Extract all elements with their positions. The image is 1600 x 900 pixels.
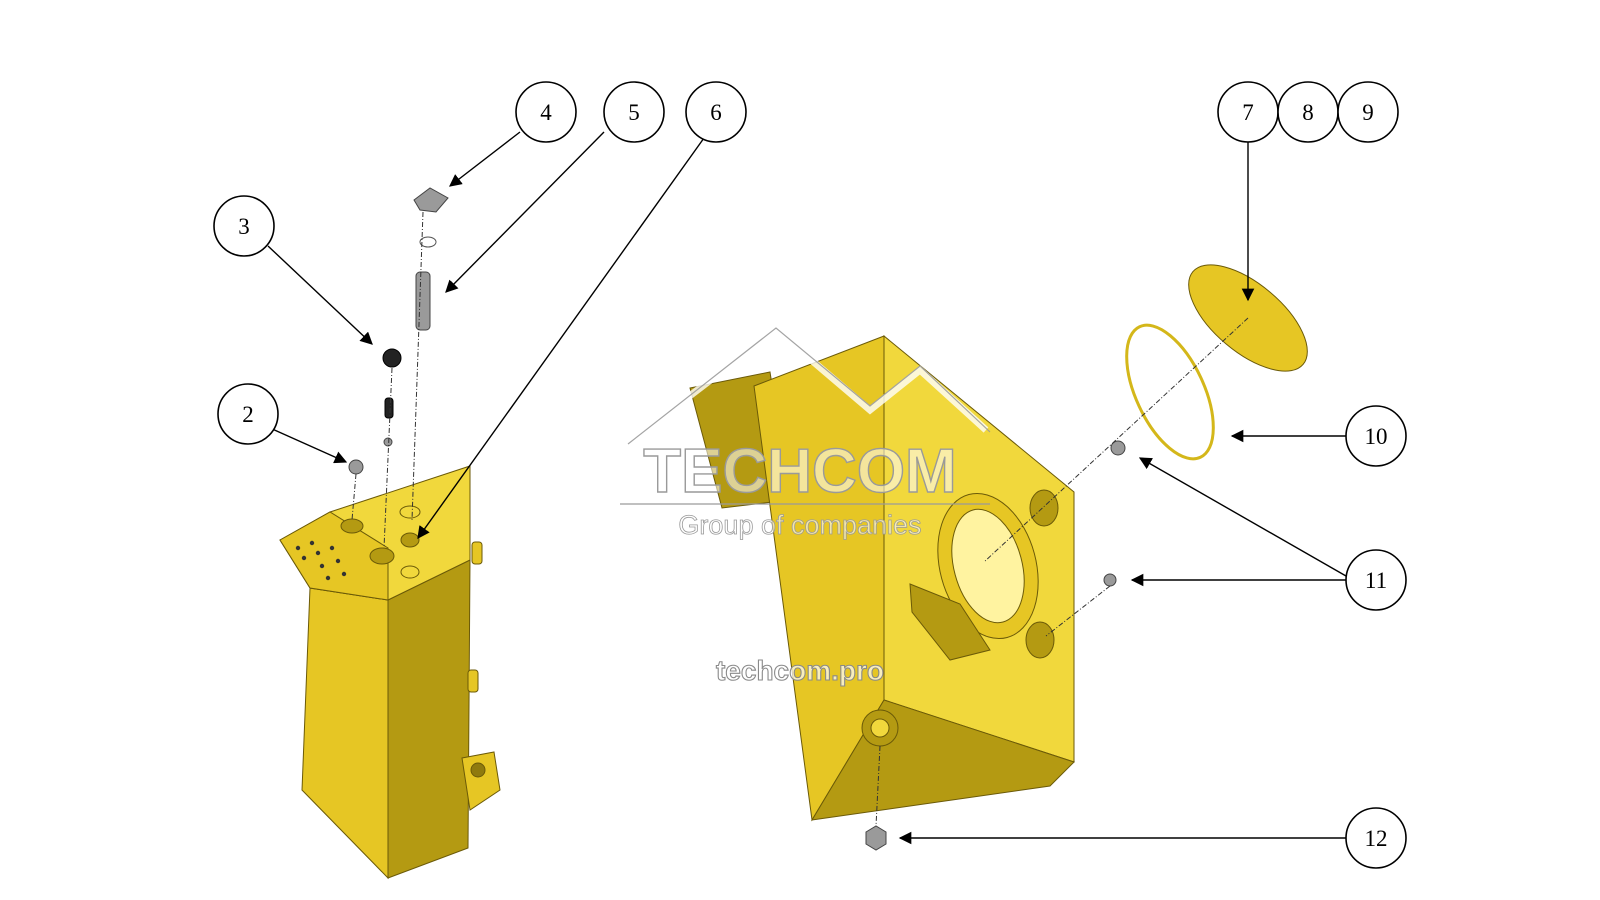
- part-4-breather-cap: [413, 187, 449, 213]
- part-12-drain-plug: [865, 825, 887, 851]
- leader-5: [445, 131, 605, 293]
- svg-text:6: 6: [710, 100, 722, 125]
- left-tank-side-face: [387, 559, 471, 879]
- leader-4: [449, 131, 521, 187]
- part-5-filler-tube: [415, 271, 431, 331]
- callout-4: 4: [515, 81, 577, 143]
- svg-text:2: 2: [242, 402, 254, 427]
- part-11-nut-lower: [1103, 573, 1117, 587]
- callout-12: 12: [1345, 807, 1407, 869]
- callout-5: 5: [603, 81, 665, 143]
- watermark-brand: TECHCOM: [643, 437, 956, 506]
- part-2-nut: [348, 459, 364, 475]
- watermark-url: techcom.pro: [716, 655, 884, 686]
- left-tank-flange-plate: [279, 511, 389, 601]
- callout-9: 9: [1337, 81, 1399, 143]
- leader-lines: [267, 131, 1347, 845]
- svg-text:9: 9: [1362, 100, 1374, 125]
- svg-text:4: 4: [540, 100, 552, 125]
- svg-text:11: 11: [1365, 568, 1387, 593]
- part-3-cap: [382, 348, 402, 368]
- watermark-tagline: Group of companies: [678, 510, 921, 540]
- leader-3: [267, 245, 373, 345]
- svg-text:3: 3: [238, 214, 250, 239]
- callout-2: 2: [217, 383, 279, 445]
- callout-7: 7: [1217, 81, 1279, 143]
- right-tank-assembly: [689, 264, 1308, 851]
- svg-text:12: 12: [1365, 826, 1388, 851]
- leader-2: [269, 427, 348, 464]
- svg-text:10: 10: [1365, 424, 1388, 449]
- svg-text:8: 8: [1302, 100, 1314, 125]
- leader-11a: [1138, 457, 1347, 577]
- callout-11: 11: [1345, 549, 1407, 611]
- part-3-spring: [384, 397, 394, 419]
- callout-6: 6: [685, 81, 747, 143]
- svg-text:7: 7: [1242, 100, 1254, 125]
- callout-8: 8: [1277, 81, 1339, 143]
- techcom-watermark: TECHCOM Group of companies techcom.pro: [620, 325, 991, 687]
- top-ports: [340, 505, 421, 579]
- flange-bolt-holes: [295, 540, 347, 581]
- leader-6: [417, 137, 705, 540]
- mountain-roof-logo-icon: [629, 325, 989, 443]
- svg-text:5: 5: [628, 100, 640, 125]
- left-tank-assembly: [279, 187, 501, 880]
- callout-3: 3: [213, 195, 275, 257]
- left-tank-front-face: [301, 587, 389, 880]
- callout-10: 10: [1345, 405, 1407, 467]
- part-11-nut-upper: [1110, 440, 1126, 456]
- part-10-o-ring: [1125, 323, 1215, 461]
